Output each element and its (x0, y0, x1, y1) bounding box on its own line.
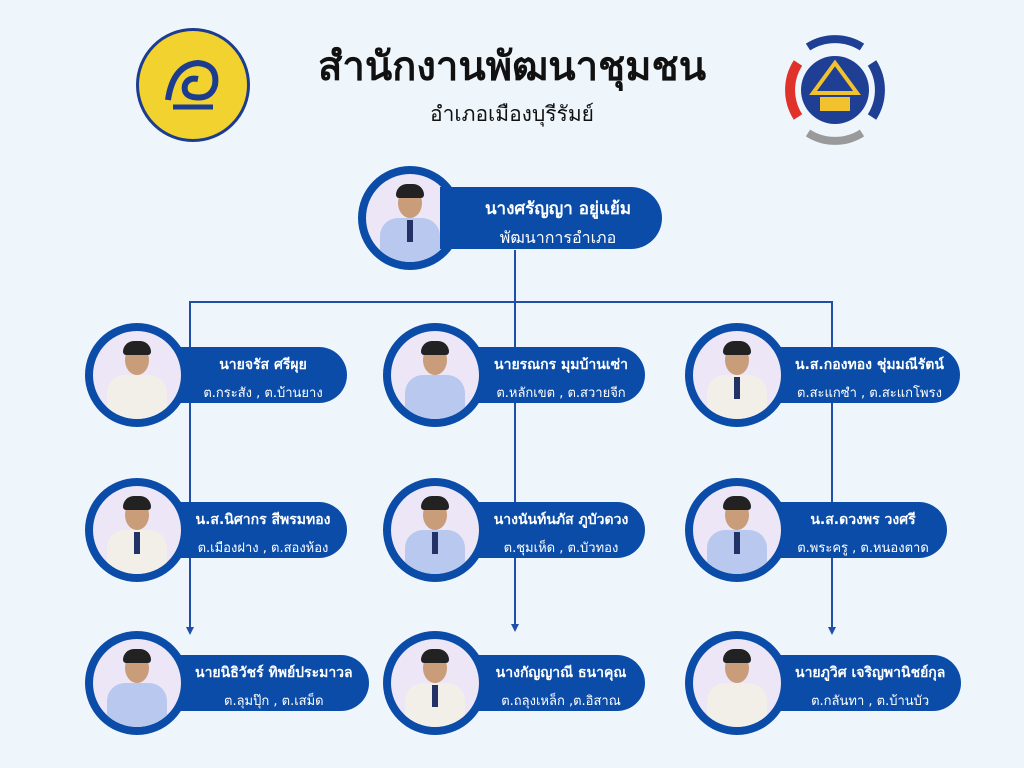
connector-line (514, 301, 516, 624)
head-card: นางศรัญญา อยู่แย้มพัฒนาการอำเภอ (358, 163, 662, 273)
avatar (85, 631, 189, 735)
staff-name: นางนันท์นภัส ภูบัวดวง (493, 512, 629, 528)
staff-card: นายรณกร มุมบ้านเซ่าต.หลักเขต , ต.สวายจีก (383, 320, 653, 430)
staff-card: นางนันท์นภัส ภูบัวดวงต.ชุมเห็ด , ต.บัวทอ… (383, 475, 653, 585)
staff-card: นายนิธิวัชร์ ทิพย์ประมาวลต.ลุมปุ๊ก , ต.เ… (85, 628, 369, 738)
connector-line (514, 250, 516, 303)
avatar (685, 631, 789, 735)
staff-name: น.ส.นิศากร สีพรมทอง (195, 512, 331, 528)
staff-area: ต.เมืองฝาง , ต.สองห้อง (197, 541, 329, 556)
arrow-icon (828, 627, 836, 635)
connector-line (190, 301, 833, 303)
page-subtitle: อำเภอเมืองบุรีรัมย์ (430, 102, 594, 126)
staff-name: นายภูวิศ เจริญพานิชย์กุล (795, 665, 946, 681)
staff-card: นางกัญญาณี ธนาคุณต.ถลุงเหล็ก ,ต.อิสาณ (383, 628, 653, 738)
arrow-icon (186, 627, 194, 635)
staff-name: นายรณกร มุมบ้านเซ่า (494, 357, 628, 373)
staff-area: ต.กระสัง , ต.บ้านยาง (203, 386, 323, 401)
staff-area: ต.ชุมเห็ด , ต.บัวทอง (503, 541, 619, 556)
arrow-icon (511, 624, 519, 632)
department-seal-logo (136, 28, 250, 142)
staff-card: น.ส.นิศากร สีพรมทองต.เมืองฝาง , ต.สองห้อ… (85, 475, 355, 585)
connector-line (831, 301, 833, 627)
connector-line (189, 301, 191, 627)
staff-name: น.ส.กองทอง ชุ่มมณีรัตน์ (795, 357, 944, 373)
staff-name: นางกัญญาณี ธนาคุณ (495, 665, 627, 681)
staff-name: นายจรัส ศรีผุย (219, 357, 307, 373)
staff-area: ต.ถลุงเหล็ก ,ต.อิสาณ (501, 694, 621, 709)
staff-area: ต.ลุมปุ๊ก , ต.เสม็ด (224, 694, 324, 709)
staff-area: ต.กลันทา , ต.บ้านบัว (811, 694, 930, 709)
avatar (383, 323, 487, 427)
avatar (358, 166, 462, 270)
head-name: นางศรัญญา อยู่แย้ม (484, 199, 632, 219)
avatar (383, 478, 487, 582)
staff-card: นายจรัส ศรีผุยต.กระสัง , ต.บ้านยาง (85, 320, 355, 430)
staff-card: นายภูวิศ เจริญพานิชย์กุลต.กลันทา , ต.บ้า… (685, 628, 962, 738)
staff-area: ต.พระครู , ต.หนองตาด (797, 541, 929, 556)
staff-name: น.ส.ดวงพร วงศรี (810, 512, 916, 528)
avatar (685, 478, 789, 582)
community-development-logo (778, 33, 892, 147)
staff-area: ต.หลักเขต , ต.สวายจีก (496, 386, 626, 401)
avatar (85, 323, 189, 427)
head-position: พัฒนาการอำเภอ (499, 228, 617, 247)
staff-card: น.ส.กองทอง ชุ่มมณีรัตน์ต.สะแกซำ , ต.สะแก… (685, 320, 960, 430)
avatar (383, 631, 487, 735)
page-title: สำนักงานพัฒนาชุมชน (317, 44, 707, 90)
avatar (85, 478, 189, 582)
avatar (685, 323, 789, 427)
staff-area: ต.สะแกซำ , ต.สะแกโพรง (797, 386, 942, 401)
staff-name: นายนิธิวัชร์ ทิพย์ประมาวล (195, 665, 353, 681)
staff-card: น.ส.ดวงพร วงศรีต.พระครู , ต.หนองตาด (685, 475, 955, 585)
